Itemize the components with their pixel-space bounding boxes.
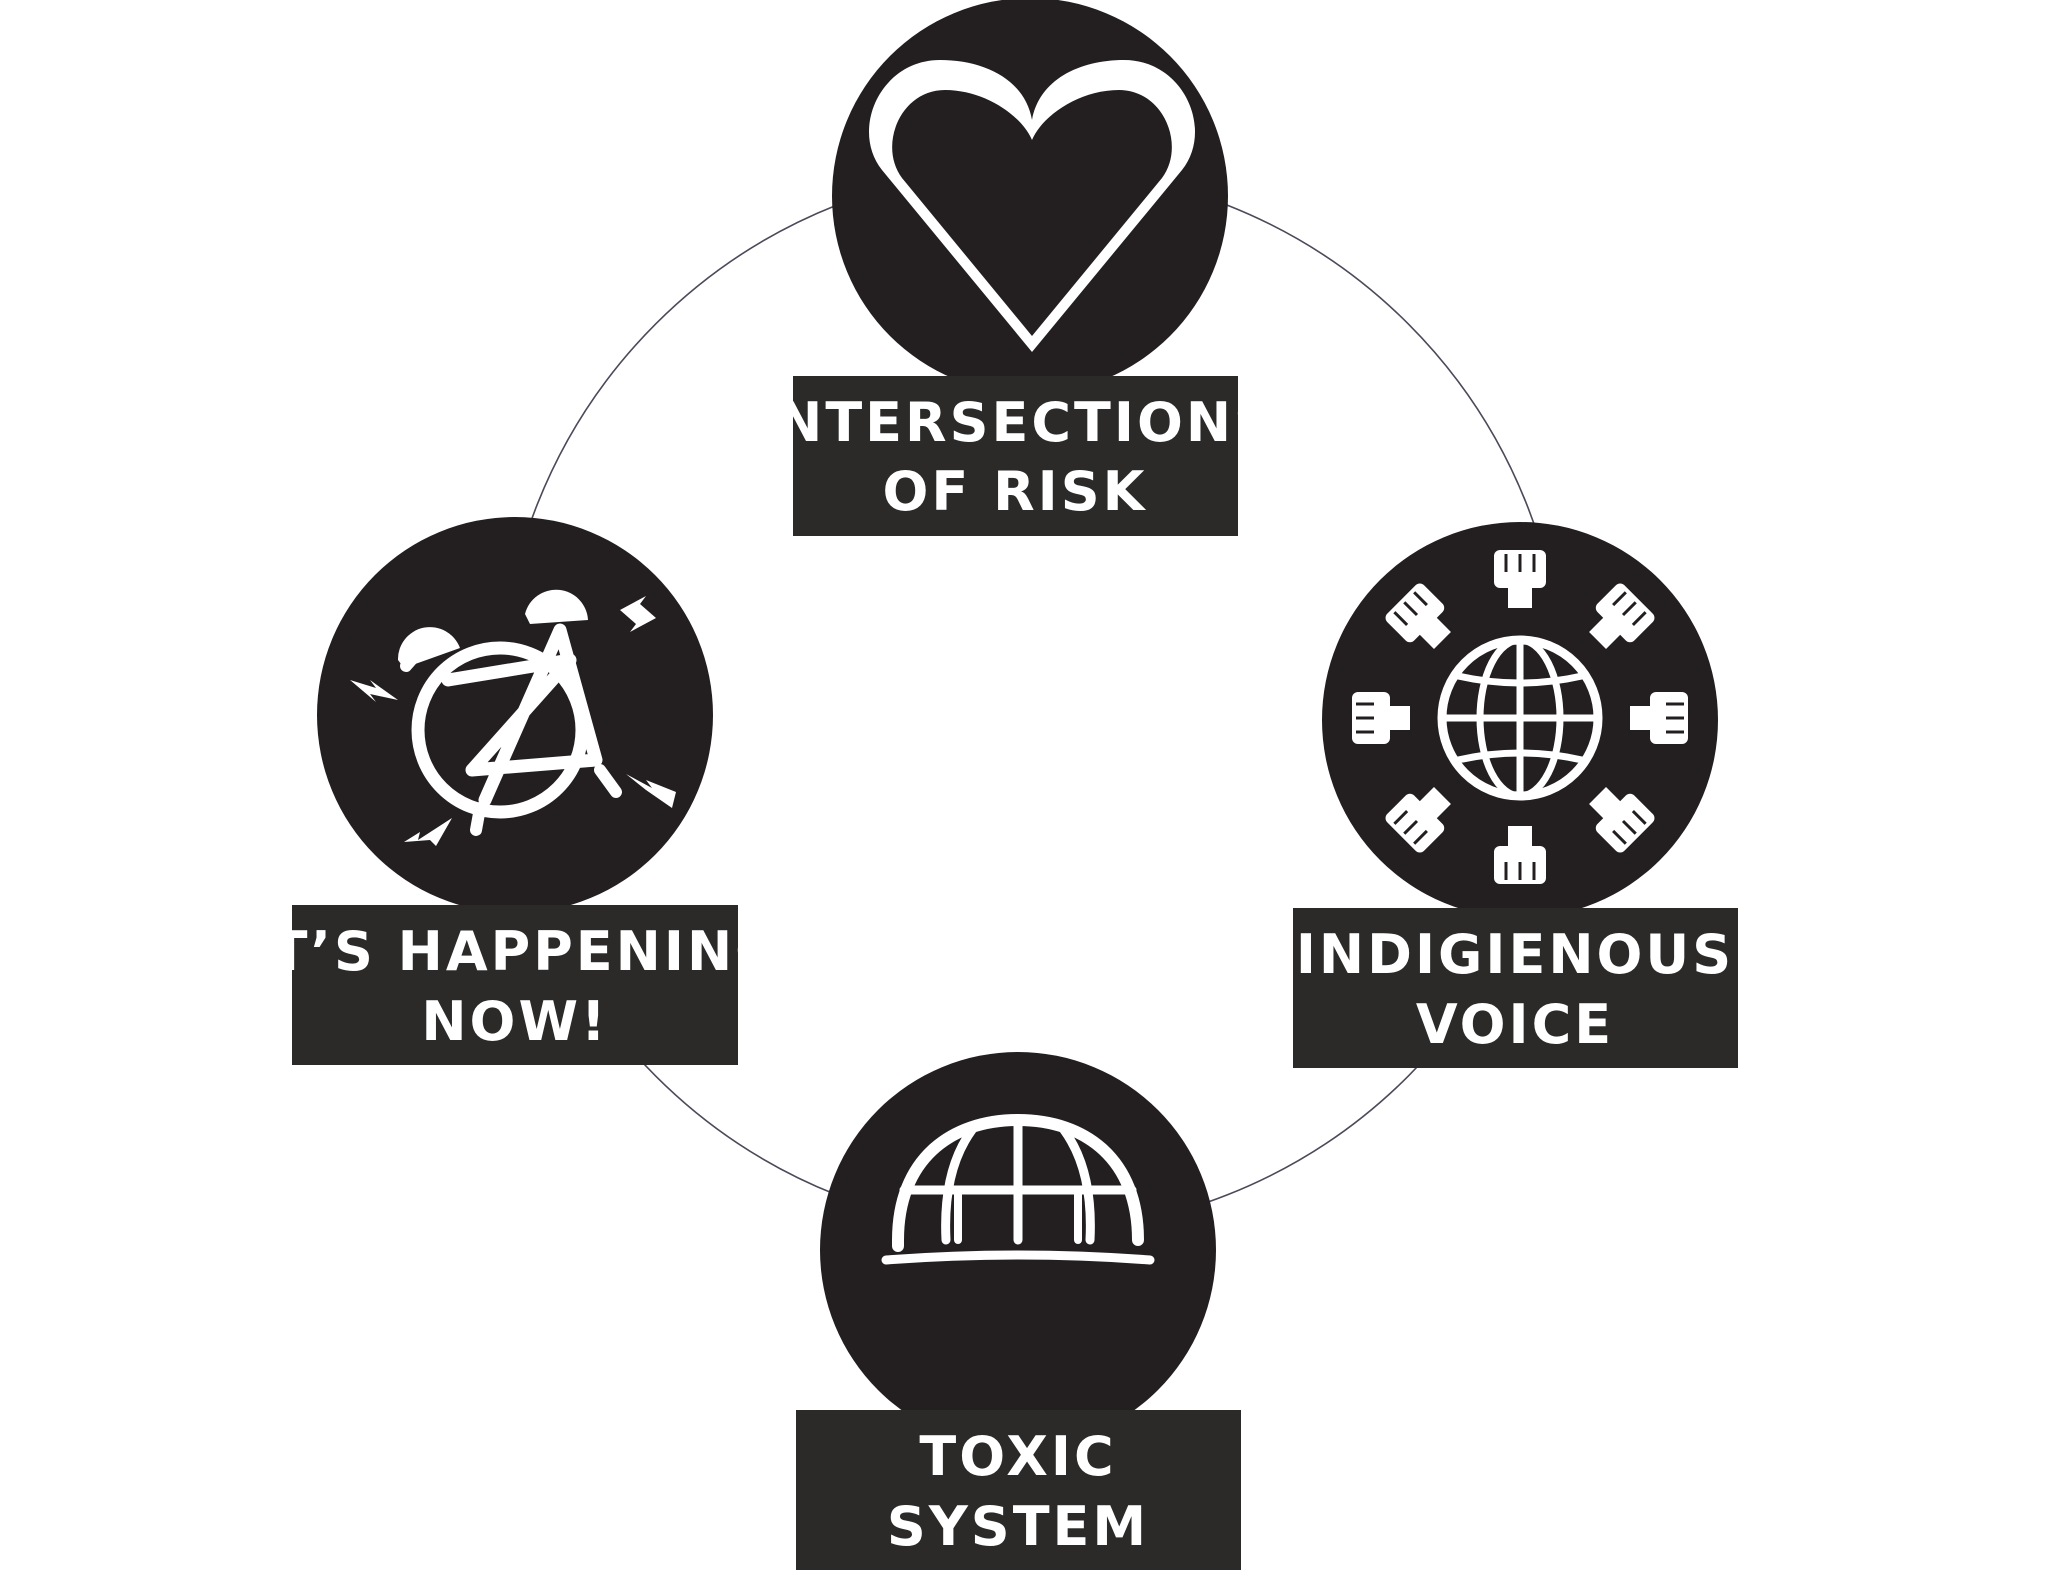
alarm-clock-icon [350, 589, 676, 846]
fist-icon [1494, 550, 1546, 608]
fist-icon [1352, 692, 1410, 744]
fist-icon [1589, 787, 1655, 853]
node-intersections-of-risk: INTERSECTIONS OF RISK [754, 0, 1276, 536]
node-label-line-2: VOICE [1416, 993, 1614, 1056]
label-box [796, 1410, 1241, 1570]
globe-fists-icon [1352, 550, 1688, 884]
fist-icon [1589, 583, 1655, 649]
node-circle [820, 1052, 1216, 1448]
fist-icon [1494, 826, 1546, 884]
half-globe-icon [881, 1114, 1155, 1265]
fist-icon [1385, 787, 1451, 853]
node-label-line-2: NOW! [421, 990, 608, 1053]
node-label-line-2: SYSTEM [887, 1495, 1149, 1558]
label-box [1293, 908, 1738, 1068]
node-label-line-1: TOXIC [919, 1425, 1116, 1488]
label-box [793, 376, 1238, 536]
node-label-line-2: OF RISK [882, 460, 1147, 523]
node-toxic-system: TOXIC SYSTEM [796, 1052, 1241, 1570]
label-box [292, 905, 738, 1065]
node-indigienous-voice: INDIGIENOUS VOICE [1293, 522, 1738, 1068]
node-label-line-1: INTERSECTIONS [754, 391, 1276, 454]
fist-icon [1385, 583, 1451, 649]
node-label-line-1: IT’S HAPPENING [248, 920, 783, 983]
fist-icon [1630, 692, 1688, 744]
node-label-line-1: INDIGIENOUS [1296, 923, 1734, 986]
node-its-happening-now: IT’S HAPPENING NOW! [248, 517, 783, 1065]
heart-icon [868, 60, 1196, 352]
